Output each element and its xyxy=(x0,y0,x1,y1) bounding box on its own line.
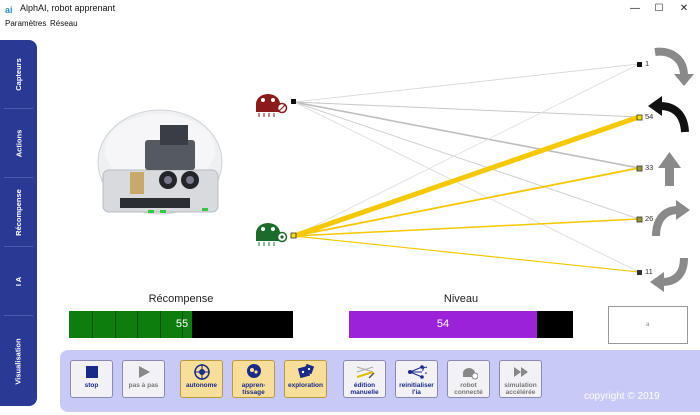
input-node-2 xyxy=(290,232,297,239)
autonomous-button[interactable]: autonome xyxy=(180,360,223,398)
reward-bar-segment xyxy=(160,311,161,338)
turn-right-arrow-icon xyxy=(652,200,690,237)
reward-bar-segment xyxy=(137,311,138,338)
fast-simulation-button[interactable]: simulation accélérée xyxy=(499,360,542,398)
robot-image xyxy=(97,109,223,215)
reset-network-icon xyxy=(396,363,437,381)
minimize-button[interactable]: — xyxy=(630,3,640,14)
output-node-5 xyxy=(637,270,642,275)
bottom-toolbar: stop pas à pas autonome appren-tissage e… xyxy=(60,350,700,412)
maximize-button[interactable]: ☐ xyxy=(654,3,664,14)
dice-icon xyxy=(285,363,326,381)
stop-button-label: stop xyxy=(84,382,99,389)
step-button[interactable]: pas à pas xyxy=(122,360,165,398)
reward-title: Récompense xyxy=(148,293,214,305)
output-value-3: 33 xyxy=(645,163,654,172)
output-value-1: 1 xyxy=(645,59,650,68)
output-node-4 xyxy=(636,216,643,223)
sidebar-divider xyxy=(4,315,33,316)
manual-edit-button-label: édition manuelle xyxy=(350,382,379,396)
sensor-touch-icon xyxy=(256,94,288,117)
robot-connected-button-label: robot connecté xyxy=(454,382,483,396)
reward-bar-segment xyxy=(115,311,116,338)
robot-connected-icon xyxy=(448,363,489,381)
sidebar-divider xyxy=(4,246,33,247)
learning-button-label: appren-tissage xyxy=(241,382,266,396)
fast-forward-icon xyxy=(500,363,541,381)
learning-button[interactable]: appren-tissage xyxy=(232,360,275,398)
robot-connected-button[interactable]: robot connecté xyxy=(447,360,490,398)
reset-ai-button[interactable]: reinitialiser l'ia xyxy=(395,360,438,398)
stop-button[interactable]: stop xyxy=(70,360,113,398)
step-play-icon xyxy=(123,363,164,381)
level-title: Niveau xyxy=(443,293,479,305)
svg-text:ai: ai xyxy=(5,5,13,15)
menu-parametres[interactable]: Paramètres xyxy=(5,19,47,28)
close-button[interactable]: ✕ xyxy=(679,3,689,14)
sidebar-divider xyxy=(4,108,33,109)
output-value-5: 11 xyxy=(645,267,653,276)
copyright-text: copyright © 2019 xyxy=(584,391,660,402)
manual-edit-button[interactable]: édition manuelle xyxy=(343,360,386,398)
exploration-button[interactable]: exploration xyxy=(284,360,327,398)
level-bar: 54 xyxy=(349,311,573,338)
window-title: AlphAI, robot apprenant xyxy=(20,3,116,13)
brain-learning-icon xyxy=(233,363,274,381)
reward-value: 55 xyxy=(175,318,189,330)
sidebar: Capteurs Actions Récompense I A Visualis… xyxy=(0,40,37,406)
title-bar: ai AlphAI, robot apprenant — ☐ ✕ xyxy=(0,0,700,18)
reward-bar-fill xyxy=(69,311,193,338)
menu-reseau[interactable]: Réseau xyxy=(50,19,78,28)
mini-display-text: a xyxy=(646,322,650,328)
sidebar-divider xyxy=(4,177,33,178)
level-bar-fill xyxy=(349,311,538,338)
fast-simulation-button-label: simulation accélérée xyxy=(504,382,537,396)
turn-left-sharp-arrow-icon xyxy=(648,96,689,133)
mini-display-panel: a xyxy=(608,306,688,344)
level-value: 54 xyxy=(436,318,450,330)
reset-ai-button-label: reinitialiser l'ia xyxy=(399,382,434,396)
input-node-1 xyxy=(291,99,296,104)
stop-icon xyxy=(71,363,112,381)
output-node-1 xyxy=(637,62,642,67)
turn-left-arrow-icon xyxy=(650,257,688,292)
step-button-label: pas à pas xyxy=(128,382,159,389)
exploration-button-label: exploration xyxy=(287,382,324,389)
output-node-2 xyxy=(636,114,643,121)
forward-arrow-icon xyxy=(658,152,681,186)
connections-input-2 xyxy=(293,63,640,273)
connections-input-1 xyxy=(293,63,640,273)
sensor-ok-icon xyxy=(256,223,288,246)
output-node-3 xyxy=(636,165,643,172)
autonomous-button-label: autonome xyxy=(185,382,218,389)
output-value-2: 54 xyxy=(645,112,654,121)
reward-bar-segment xyxy=(182,311,183,338)
turn-right-back-arrow-icon xyxy=(654,47,694,86)
manual-edit-icon xyxy=(344,363,385,381)
autonomous-icon xyxy=(181,363,222,381)
reward-bar: 55 xyxy=(69,311,293,338)
menu-bar: Paramètres Réseau xyxy=(0,18,700,32)
output-value-4: 26 xyxy=(645,214,654,223)
reward-bar-segment xyxy=(92,311,93,338)
app-logo-icon: ai xyxy=(4,3,16,15)
